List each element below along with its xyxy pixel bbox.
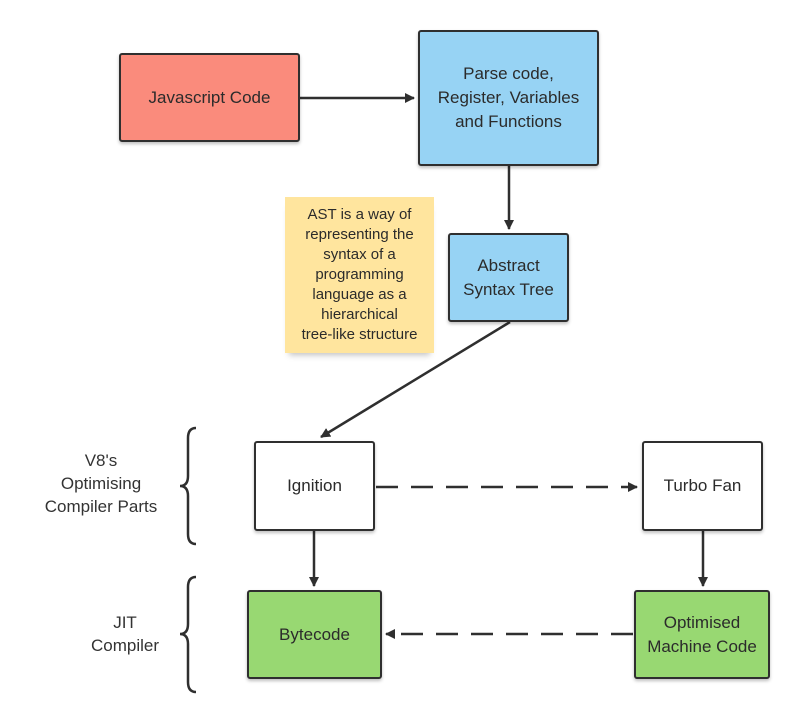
parse-code-label: Parse code, Register, Variables and Func… — [437, 64, 580, 131]
compiler-parts-group-label: V8's Optimising Compiler Parts — [44, 451, 158, 516]
javascript-code-node: Javascript Code — [119, 53, 300, 142]
optimised-machine-code-node: Optimised Machine Code — [634, 590, 770, 679]
ast-label: Abstract Syntax Tree — [463, 255, 554, 299]
edge-ast-to-ignition — [320, 320, 511, 439]
ast-explanation-text: AST is a way of representing the syntax … — [301, 206, 418, 343]
parse-code-node: Parse code, Register, Variables and Func… — [418, 30, 599, 166]
optimised-machine-code-label: Optimised Machine Code — [647, 612, 757, 656]
ignition-label: Ignition — [287, 476, 342, 495]
jit-brace — [179, 575, 197, 694]
compiler-parts-brace — [179, 426, 197, 546]
ast-explanation-note: AST is a way of representing the syntax … — [285, 197, 434, 353]
bytecode-label: Bytecode — [279, 624, 350, 644]
ast-node: Abstract Syntax Tree — [448, 233, 569, 322]
ignition-node: Ignition — [254, 441, 375, 531]
javascript-code-label: Javascript Code — [148, 87, 271, 107]
turbofan-label: Turbo Fan — [663, 476, 742, 495]
turbofan-node: Turbo Fan — [642, 441, 763, 531]
bytecode-node: Bytecode — [247, 590, 382, 679]
jit-compiler-group-label: JIT Compiler — [90, 613, 160, 655]
